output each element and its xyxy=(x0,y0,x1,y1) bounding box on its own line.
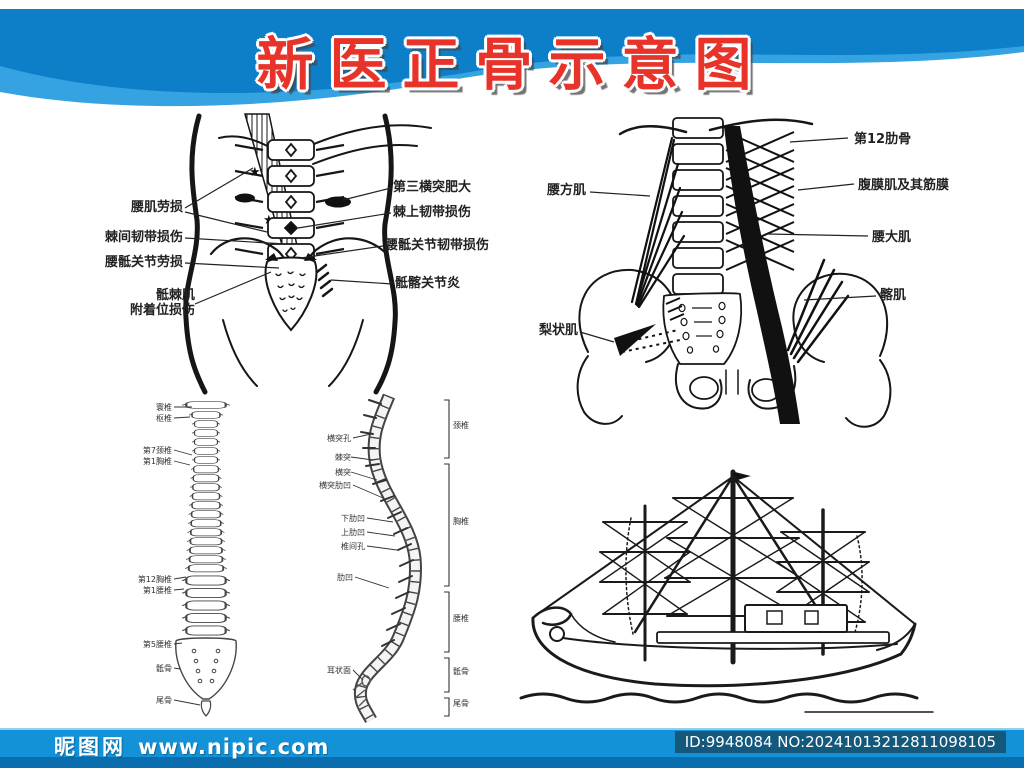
label-spinous-process: 棘突 xyxy=(335,453,351,462)
label-lumbosacral-ligament-injury: 腰骶关节韧带损伤 xyxy=(385,238,490,253)
label-sacroiliac-arthritis: 骶髂关节炎 xyxy=(395,276,461,291)
figure-pelvis-muscles: 腰方肌 梨状肌 第12肋骨 腹膜肌及其筋膜 腰大肌 髂肌 xyxy=(528,112,949,432)
label-quadratus-lumborum: 腰方肌 xyxy=(546,183,586,198)
label-coccyx-side: 尾骨 xyxy=(453,699,469,708)
site-name: 昵图网 xyxy=(54,735,126,759)
piriformis xyxy=(614,324,681,356)
label-coccyx-front: 尾骨 xyxy=(156,696,172,705)
label-atlas: 寰椎 xyxy=(156,403,172,412)
water xyxy=(519,692,934,713)
psoas-major-band xyxy=(724,126,800,424)
svg-text:★: ★ xyxy=(249,165,261,180)
pelvis-and-sacrum xyxy=(209,237,389,387)
label-transverse-process: 横突 xyxy=(335,468,351,477)
sacroiliac-hatch xyxy=(315,263,334,298)
iliacus-fan xyxy=(786,258,850,364)
figure-sailing-ship xyxy=(505,448,945,720)
label-interspinous-ligament-injury: 棘间韧带损伤 xyxy=(104,230,183,245)
hull xyxy=(531,604,917,688)
label-inferior-costal-facet: 下肋凹 xyxy=(341,514,365,523)
label-sacrum-front: 骶骨 xyxy=(156,664,172,673)
figure-spine-side-view: 横突孔 棘突 横突 横突肋凹 下肋凹 上肋凹 椎间孔 肋凹 耳状面 颈椎 胸椎 … xyxy=(293,390,475,725)
label-axis: 枢椎 xyxy=(156,414,172,423)
stays xyxy=(534,474,916,638)
sacral-detail xyxy=(352,675,371,707)
ship-drawing xyxy=(519,469,934,713)
pelvis-diagram-drawing xyxy=(576,117,892,428)
label-twelfth-rib: 第12肋骨 xyxy=(854,132,912,147)
leader-lines xyxy=(173,406,201,706)
image-id-badge: ID:9948084 NO:20241013212811098105 xyxy=(674,731,1006,753)
label-superior-costal-facet: 上肋凹 xyxy=(341,528,365,537)
label-transverse-costal-facet: 横突肋凹 xyxy=(319,481,351,490)
vertebral-column xyxy=(182,401,230,636)
leader-lines xyxy=(579,137,877,343)
region-brackets xyxy=(444,399,450,717)
label-auricular-surface: 耳状面 xyxy=(327,666,351,675)
figure-lumbar-injuries: ★ ★ xyxy=(95,112,505,397)
label-intervertebral-foramen: 椎间孔 xyxy=(341,542,365,551)
lumbar-diagram-drawing: ★ ★ xyxy=(183,113,432,395)
label-supraspinous-ligament-injury: 棘上韧带损伤 xyxy=(393,205,472,220)
label-abdominal-muscle-fascia: 腹膜肌及其筋膜 xyxy=(858,178,950,193)
label-l5-vertebra: 第5腰椎 xyxy=(142,640,172,649)
leader-lines xyxy=(350,433,398,681)
label-sacrum-side: 骶骨 xyxy=(453,667,469,676)
site-url: www.nipic.com xyxy=(138,735,330,759)
spinal-curve-band xyxy=(353,393,422,724)
label-lumbar-muscle-strain: 腰肌劳损 xyxy=(130,200,183,215)
spinous-processes xyxy=(360,399,414,647)
site-watermark: 昵图网 www.nipic.com xyxy=(54,731,329,761)
label-t1-vertebra: 第1胸椎 xyxy=(142,457,172,466)
watermark-footer: 昵图网 www.nipic.com ID:9948084 NO:202410132… xyxy=(0,728,1024,768)
label-costal-facet: 肋凹 xyxy=(337,573,353,582)
figure-spine-front-view: 寰椎 枢椎 第7颈椎 第1胸椎 第12胸椎 第1腰椎 第5腰椎 骶骨 尾骨 xyxy=(118,393,290,723)
spine-front-drawing xyxy=(173,401,237,717)
label-psoas-major: 腰大肌 xyxy=(872,230,912,245)
lumbar-vertebrae xyxy=(234,139,351,265)
sacrum-and-coccyx xyxy=(175,637,237,717)
twelfth-rib xyxy=(618,118,814,136)
spine-side-drawing xyxy=(350,393,450,724)
label-c7-vertebra: 第7颈椎 xyxy=(142,446,172,455)
label-l1-vertebra: 第1腰椎 xyxy=(142,586,172,595)
label-third-transverse-process-hypertrophy: 第三横突肥大 xyxy=(393,180,472,195)
sail-edges xyxy=(625,517,863,635)
torso-outline xyxy=(183,113,398,395)
spine-column xyxy=(662,117,743,365)
label-iliacus: 髂肌 xyxy=(880,288,907,303)
label-thoracic-region: 胸椎 xyxy=(453,517,469,526)
label-transverse-foramen: 横突孔 xyxy=(327,434,351,443)
label-piriformis: 梨状肌 xyxy=(538,323,578,338)
quadratus-lumborum-fan xyxy=(630,136,686,309)
footer-dark-stripe xyxy=(0,757,1024,768)
label-cervical-region: 颈椎 xyxy=(453,421,469,430)
label-t12-vertebra: 第12胸椎 xyxy=(137,575,172,584)
label-sacrospinalis-attachment-injury: 骶棘肌 附着位损伤 xyxy=(129,288,195,318)
poster-title: 新医正骨示意图 xyxy=(256,32,768,98)
label-lumbosacral-joint-strain: 腰骶关节劳损 xyxy=(104,255,183,270)
header-wave-decoration xyxy=(0,9,1024,107)
label-lumbar-region: 腰椎 xyxy=(453,614,469,623)
leader-lines xyxy=(184,167,394,305)
rigging xyxy=(599,497,870,623)
sacrum-edge-hatch xyxy=(665,297,685,321)
